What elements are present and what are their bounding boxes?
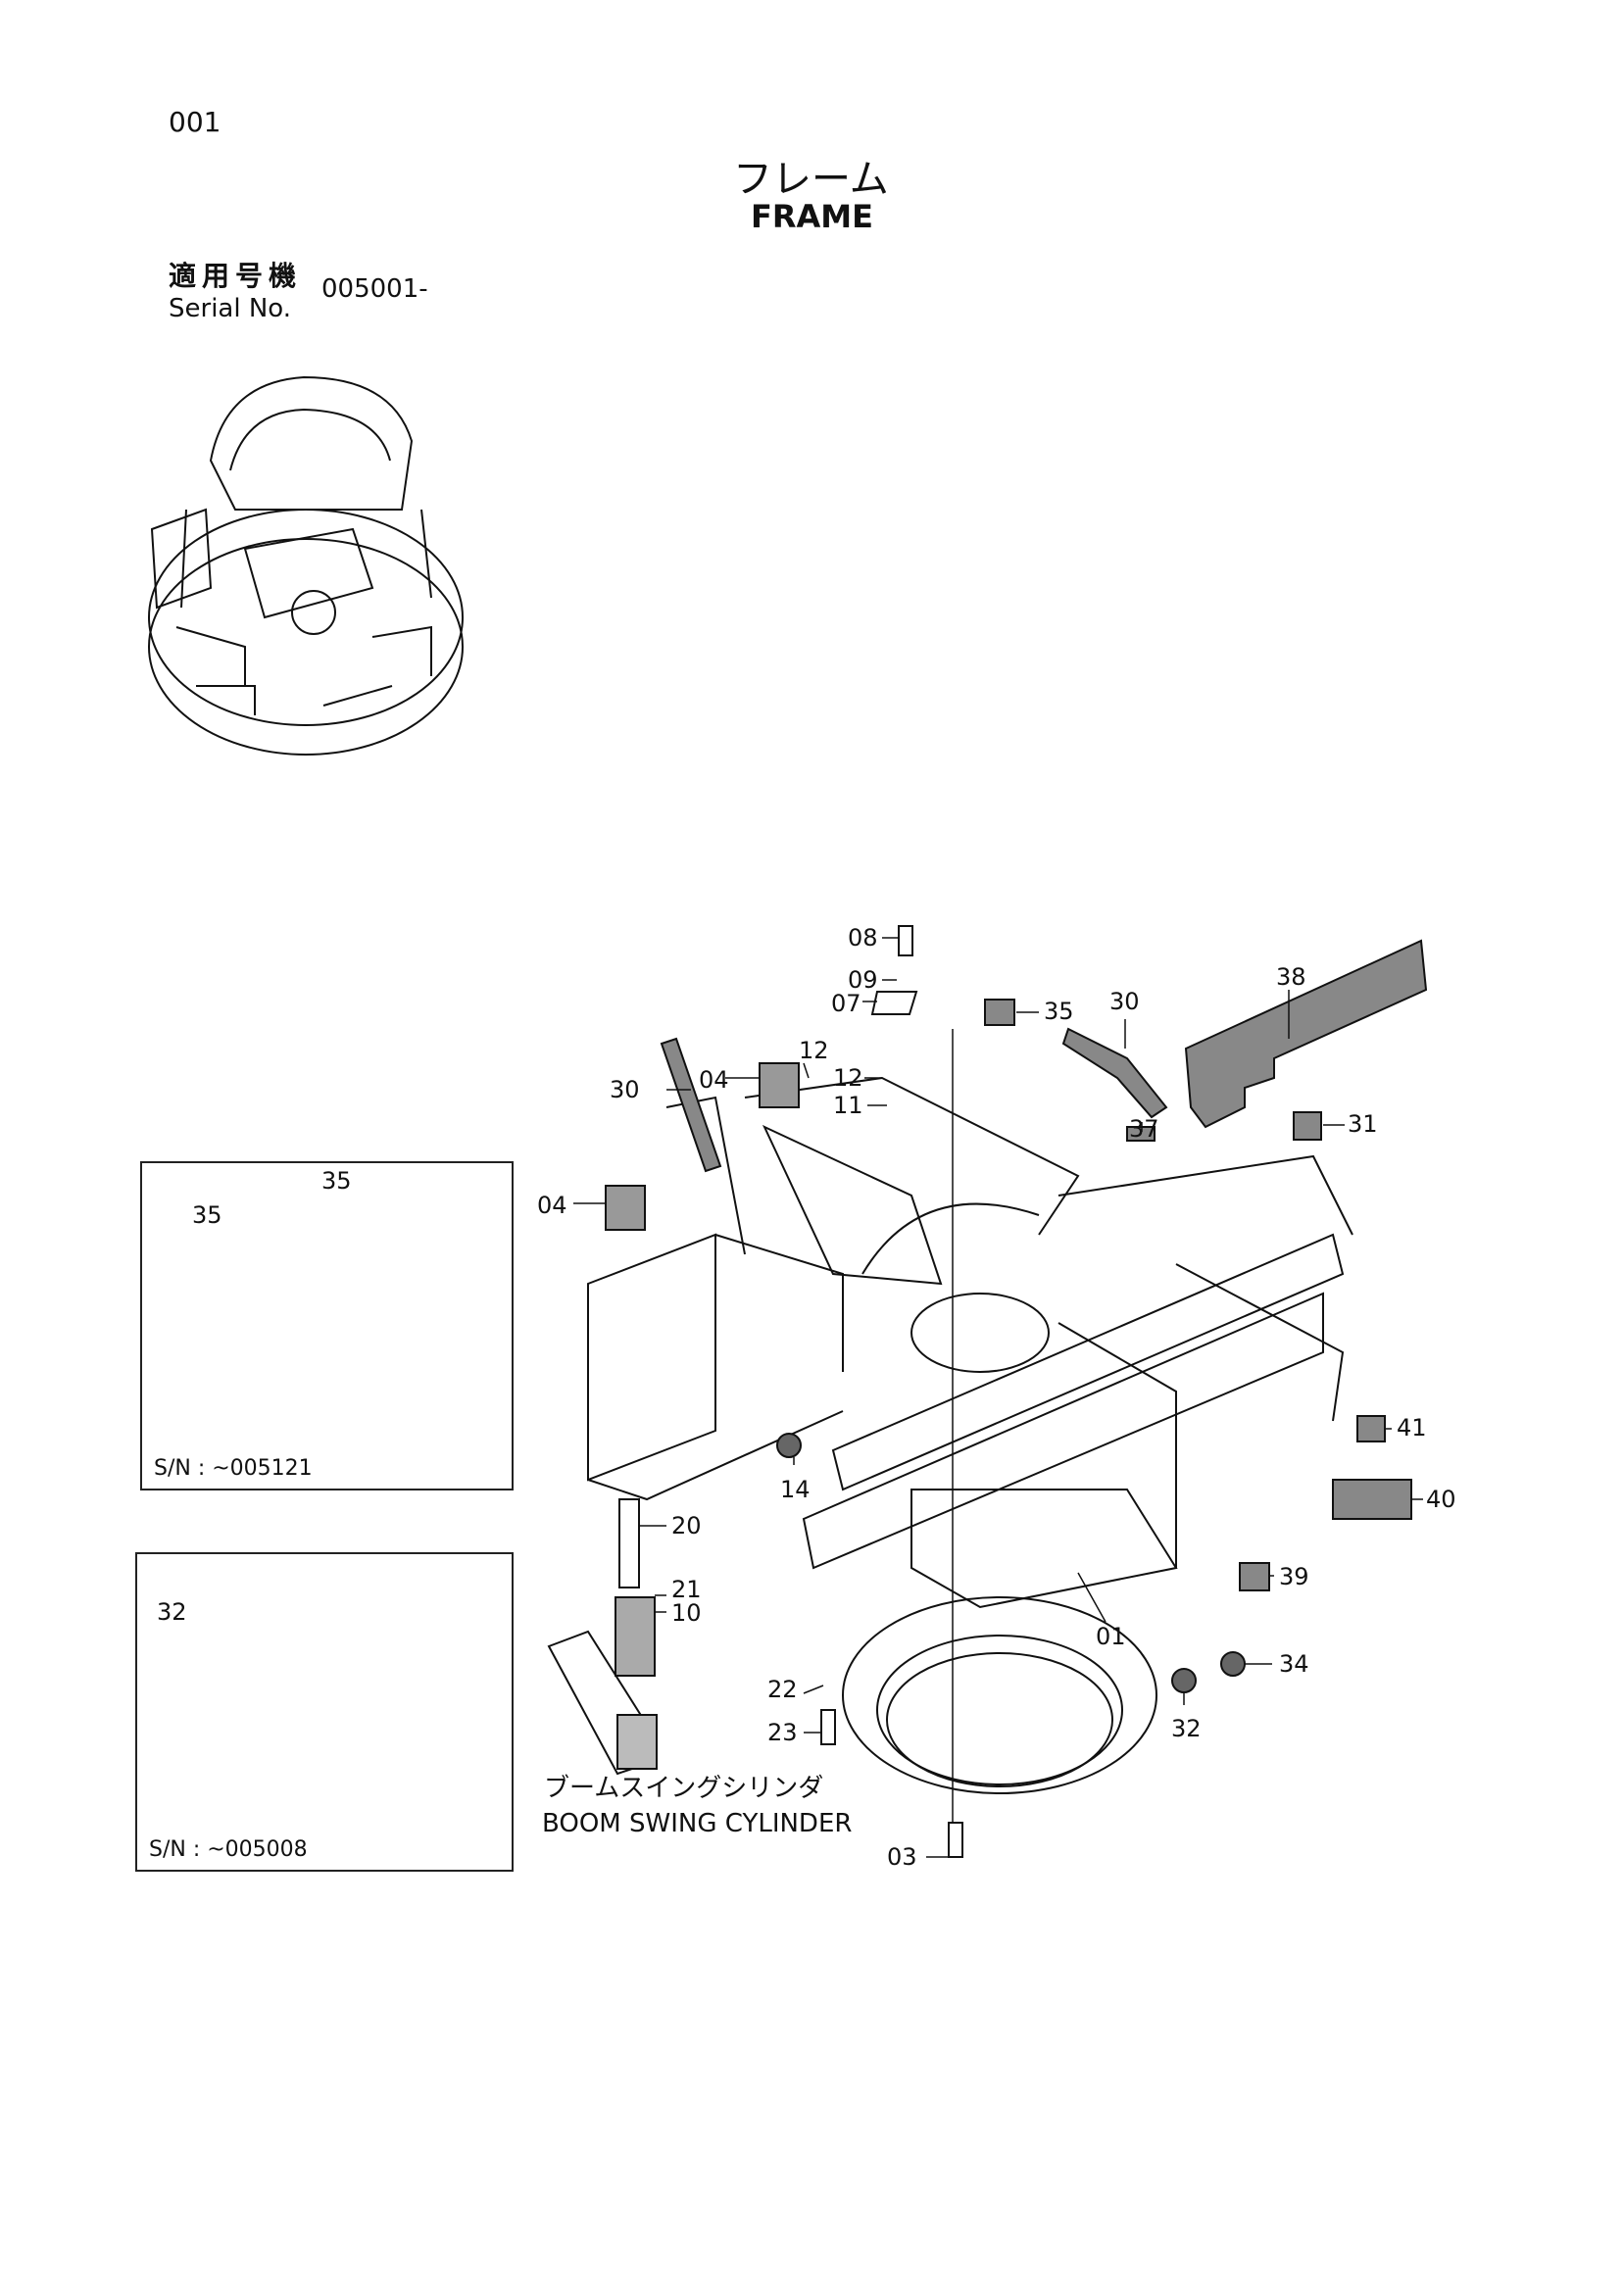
callout-03: 03 [887, 1843, 917, 1871]
bolt-23 [820, 1709, 836, 1745]
pad-35 [984, 999, 1015, 1026]
serial-value: 005001- [321, 274, 428, 304]
callout-20: 20 [671, 1512, 702, 1539]
inset-caption: S/N : ~005008 [149, 1837, 308, 1862]
callout-35-inset-a: 35 [321, 1167, 352, 1195]
callout-38: 38 [1276, 963, 1306, 991]
callout-39: 39 [1279, 1563, 1309, 1590]
pad-40 [1332, 1479, 1412, 1520]
spring-04-upper [759, 1062, 800, 1108]
callout-04-left: 04 [537, 1192, 567, 1219]
callout-31: 31 [1348, 1110, 1378, 1138]
counterweight-plate [1184, 939, 1428, 1129]
callout-41: 41 [1397, 1414, 1427, 1441]
callout-21: 21 [671, 1576, 702, 1603]
rubber-strip-left [660, 1037, 722, 1173]
callout-40: 40 [1426, 1486, 1456, 1513]
page-number: 001 [169, 106, 221, 138]
inset-box-sn-005121: S/N : ~005121 [140, 1161, 514, 1490]
swing-bearing-ring [842, 1596, 1157, 1794]
callout-09: 09 [848, 966, 878, 994]
callout-07: 07 [831, 990, 861, 1017]
pad-31 [1293, 1111, 1322, 1141]
plate-07 [870, 991, 918, 1015]
callout-22: 22 [767, 1676, 798, 1703]
pin-20 [618, 1498, 640, 1588]
leader-lines [573, 937, 1423, 1858]
callout-04-upper: 04 [699, 1066, 729, 1094]
callout-14: 14 [780, 1476, 811, 1503]
callout-12: 12 [833, 1064, 863, 1092]
callout-34: 34 [1279, 1650, 1309, 1678]
serial-label-jp: 適用号機 [169, 260, 303, 292]
spring-04-left [605, 1185, 646, 1231]
callout-35-inset-b: 35 [192, 1201, 222, 1229]
callout-01: 01 [1096, 1623, 1126, 1650]
machine-overview-illustration [148, 375, 464, 756]
callout-32: 32 [1171, 1715, 1202, 1742]
callout-30-right: 30 [1109, 988, 1140, 1015]
page-title-jp: フレーム [733, 157, 889, 202]
block-37 [1126, 1126, 1156, 1142]
seal-32 [1171, 1668, 1197, 1693]
callout-08: 08 [848, 924, 878, 952]
pad-39 [1239, 1562, 1270, 1591]
callout-23: 23 [767, 1719, 798, 1746]
bolt-08 [898, 925, 913, 956]
callout-10: 10 [671, 1599, 702, 1627]
callout-35: 35 [1044, 998, 1074, 1025]
serial-label-en: Serial No. [169, 294, 291, 323]
bolt-03 [948, 1822, 963, 1858]
cylinder-end-boss [616, 1714, 658, 1770]
seal-14 [776, 1433, 802, 1458]
boom-swing-cylinder-label-jp: ブームスイングシリンダ [544, 1774, 824, 1803]
inset-caption: S/N : ~005121 [154, 1456, 313, 1481]
page-title-en: FRAME [751, 198, 873, 235]
callout-32-inset: 32 [157, 1598, 187, 1626]
rubber-strip-right [1061, 1027, 1168, 1119]
pad-41 [1356, 1415, 1386, 1442]
callout-11: 11 [833, 1092, 863, 1119]
inset-box-sn-005008: S/N : ~005008 [135, 1552, 514, 1872]
boom-swing-cylinder-label-en: BOOM SWING CYLINDER [542, 1809, 853, 1838]
spring-stack-10 [615, 1596, 656, 1677]
seal-34 [1220, 1651, 1246, 1677]
callout-37: 37 [1129, 1115, 1159, 1143]
callout-12-upper: 12 [799, 1037, 829, 1064]
callout-30-left: 30 [610, 1076, 640, 1103]
main-frame-assembly [587, 1076, 1353, 1609]
